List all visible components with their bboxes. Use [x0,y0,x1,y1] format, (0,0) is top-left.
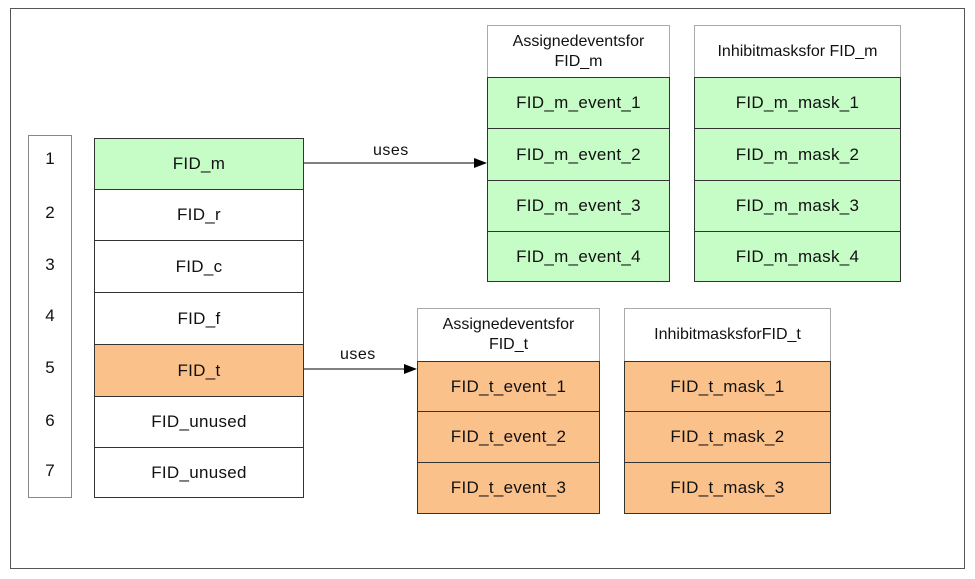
fid-t-mask-1: FID_t_mask_1 [624,361,831,412]
fid-row-3: FID_c [94,240,304,293]
fid-m-masks-header: Inhibitmasksfor FID_m [694,25,901,78]
fid-m-mask-1: FID_m_mask_1 [694,77,901,129]
fid-row-7: FID_unused [94,447,304,498]
fid-t-masks-header: InhibitmasksforFID_t [624,308,831,362]
uses-label-fid-t: uses [340,346,376,363]
arrow-fid-t-head [404,364,417,374]
index-7: 7 [45,461,55,480]
fid-row-2: FID_r [94,189,304,241]
fid-m-event-3: FID_m_event_3 [487,180,670,232]
fid-t-event-3: FID_t_event_3 [417,462,600,514]
fid-row-4: FID_f [94,292,304,345]
fid-t-events-header: Assignedeventsfor FID_t [417,308,600,362]
index-column: 1 2 3 4 5 6 7 [28,135,72,498]
index-2: 2 [45,203,55,222]
fid-m-mask-3: FID_m_mask_3 [694,180,901,232]
fid-m-event-4: FID_m_event_4 [487,231,670,282]
index-3: 3 [45,255,55,274]
index-4: 4 [45,306,55,325]
fid-m-mask-2: FID_m_mask_2 [694,128,901,181]
fid-m-event-1: FID_m_event_1 [487,77,670,129]
index-6: 6 [45,411,55,430]
fid-t-event-2: FID_t_event_2 [417,411,600,463]
index-1: 1 [45,149,55,168]
fid-m-event-2: FID_m_event_2 [487,128,670,181]
uses-label-fid-m: uses [373,142,409,159]
index-5: 5 [45,358,55,377]
fid-t-mask-3: FID_t_mask_3 [624,462,831,514]
fid-m-events-header: Assignedeventsfor FID_m [487,25,670,78]
fid-row-1: FID_m [94,138,304,190]
fid-t-event-1: FID_t_event_1 [417,361,600,412]
arrow-fid-m-head [474,158,487,168]
fid-t-mask-2: FID_t_mask_2 [624,411,831,463]
fid-m-mask-4: FID_m_mask_4 [694,231,901,282]
